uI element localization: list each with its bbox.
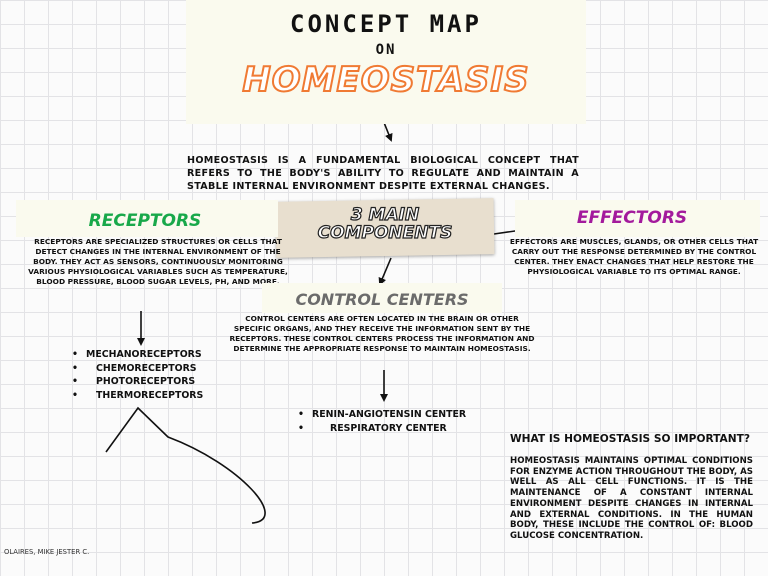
control-centers-title: CONTROL CENTERS (295, 290, 469, 309)
control-centers-card (262, 283, 502, 313)
receptors-description: RECEPTORS ARE SPECIALIZED STRUCTURES OR … (28, 237, 288, 286)
intro-text: HOMEOSTASIS IS A FUNDAMENTAL BIOLOGICAL … (187, 155, 579, 192)
title-card (186, 0, 586, 124)
bullet-icon: • (72, 349, 78, 360)
bullet-icon: • (72, 362, 78, 374)
list-item: •RENIN-ANGIOTENSIN CENTER (298, 409, 467, 420)
arrow-to-control-centers (378, 257, 392, 286)
bullet-icon: • (298, 422, 304, 434)
main-components-label: 3 MAIN COMPONENTS (276, 205, 494, 244)
receptor-types-list: •MECHANORECEPTORS •CHEMORECEPTORS •PHOTO… (72, 348, 204, 402)
receptors-title: RECEPTORS (88, 211, 202, 231)
title-line-concept-map: CONCEPT MAP (290, 10, 482, 38)
title-homeostasis: HOMEOSTASIS (241, 59, 530, 101)
control-centers-list: •RENIN-ANGIOTENSIN CENTER •RESPIRATORY C… (298, 408, 467, 435)
importance-body: HOMEOSTASIS MAINTAINS OPTIMAL CONDITIONS… (510, 456, 753, 542)
list-item: •MECHANORECEPTORS (72, 349, 202, 360)
bullet-icon: • (72, 389, 78, 401)
author-credit: OLAIRES, MIKE JESTER C. (4, 548, 90, 556)
feedback-loop-line (105, 406, 266, 524)
control-centers-description: CONTROL CENTERS ARE OFTEN LOCATED IN THE… (229, 314, 535, 353)
effectors-description: EFFECTORS ARE MUSCLES, GLANDS, OR OTHER … (509, 237, 759, 276)
bullet-icon: • (298, 409, 304, 420)
list-item: •CHEMORECEPTORS (72, 362, 197, 374)
list-item: •THERMORECEPTORS (72, 389, 204, 401)
main-components-line1: 3 MAIN (350, 205, 420, 225)
bullet-icon: • (72, 376, 78, 387)
title-line-on: ON (375, 42, 397, 58)
list-item: •RESPIRATORY CENTER (298, 422, 447, 434)
list-item: •PHOTORECEPTORS (72, 376, 196, 387)
importance-heading: WHAT IS HOMEOSTASIS SO IMPORTANT? (510, 433, 750, 445)
main-components-line2: COMPONENTS (317, 223, 453, 244)
effectors-title: EFFECTORS (576, 208, 688, 228)
receptors-card (16, 200, 278, 237)
effectors-card (515, 200, 760, 237)
